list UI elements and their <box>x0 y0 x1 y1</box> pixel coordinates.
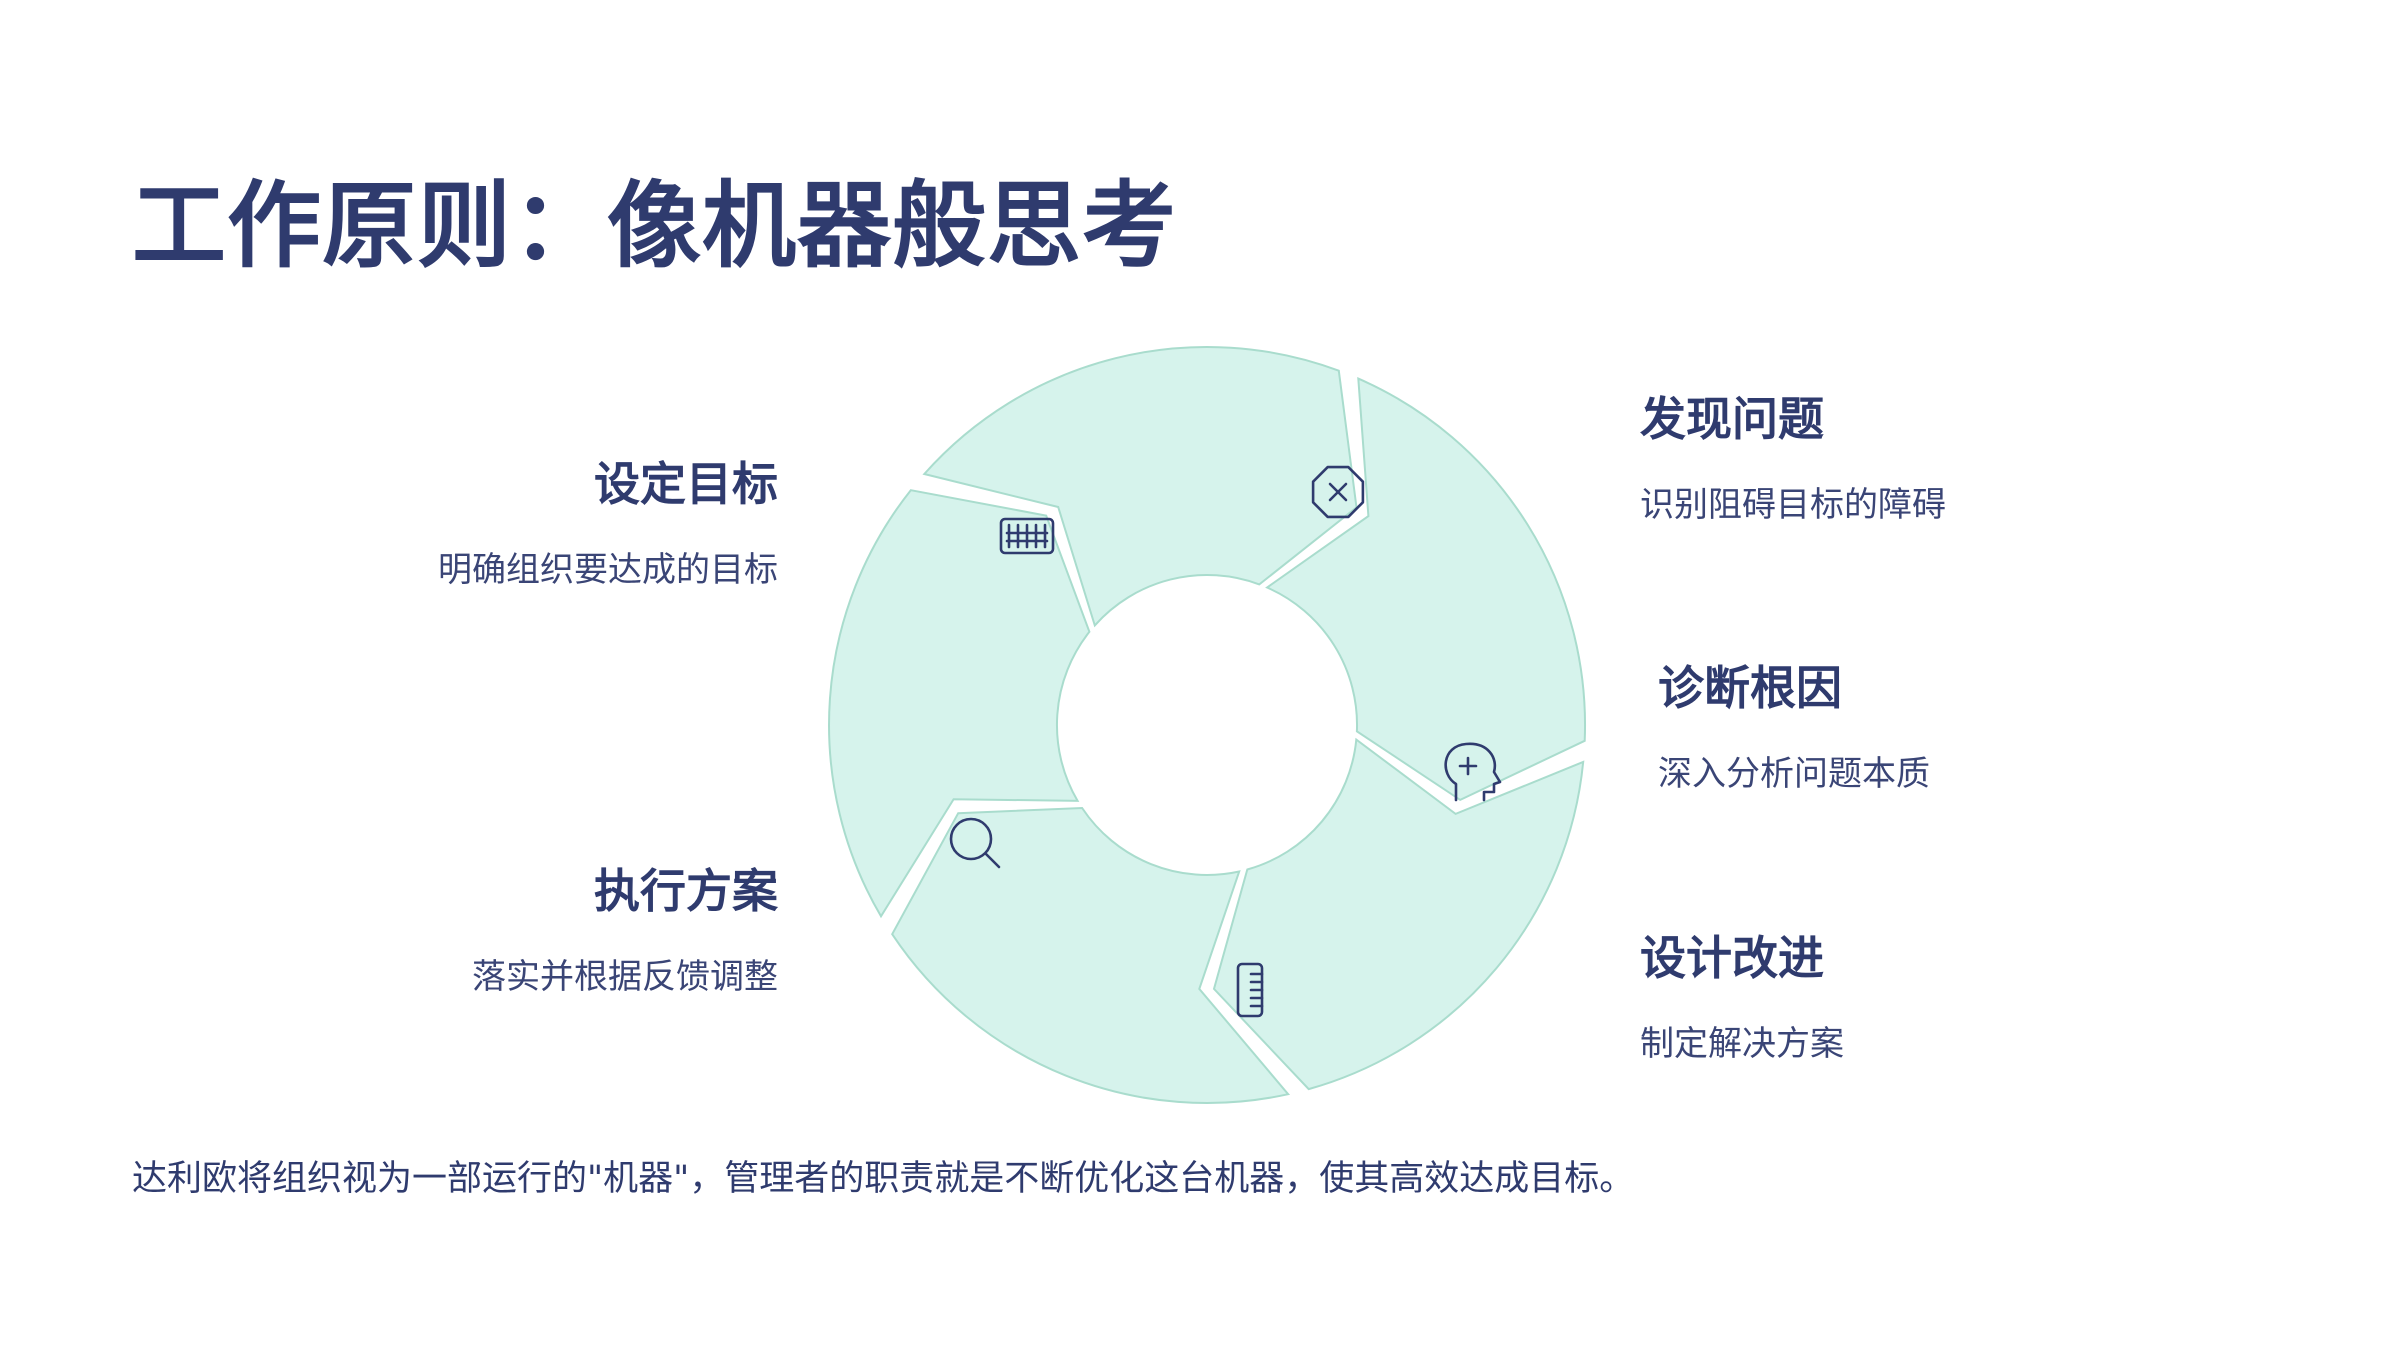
step-description: 落实并根据反馈调整 <box>472 957 778 997</box>
step-description: 深入分析问题本质 <box>1658 754 1930 794</box>
page-title: 工作原则：像机器般思考 <box>132 172 1178 281</box>
step-diagnose-root-cause: 诊断根因 深入分析问题本质 <box>1658 652 2178 795</box>
segment-execute <box>891 806 1291 1104</box>
step-execute-plan: 执行方案 落实并根据反馈调整 <box>258 855 778 998</box>
step-description: 明确组织要达成的目标 <box>438 550 778 590</box>
x-octagon-icon <box>1311 465 1365 519</box>
step-title: 诊断根因 <box>1658 661 1842 715</box>
step-set-goals: 设定目标 明确组织要达成的目标 <box>258 448 778 591</box>
step-title: 执行方案 <box>594 864 778 918</box>
step-find-problems: 发现问题 识别阻碍目标的障碍 <box>1640 383 2160 526</box>
segment-diagnose <box>1265 377 1587 802</box>
ruler-icon <box>1236 962 1264 1018</box>
step-title: 设定目标 <box>594 457 778 511</box>
step-description: 制定解决方案 <box>1640 1024 1844 1064</box>
step-title: 发现问题 <box>1640 392 1824 446</box>
step-title: 设计改进 <box>1640 931 1824 985</box>
calendar-grid-icon <box>999 517 1055 555</box>
segment-find-problems <box>922 346 1358 628</box>
segment-set-goals <box>828 489 1091 919</box>
step-description: 识别阻碍目标的障碍 <box>1640 485 1946 525</box>
search-icon <box>949 817 1001 869</box>
footer-note: 达利欧将组织视为一部运行的"机器"，管理者的职责就是不断优化这台机器，使其高效达… <box>132 1159 1635 1199</box>
segment-design <box>1212 737 1585 1091</box>
step-design-improvements: 设计改进 制定解决方案 <box>1640 922 2160 1065</box>
head-plus-icon <box>1444 742 1502 802</box>
